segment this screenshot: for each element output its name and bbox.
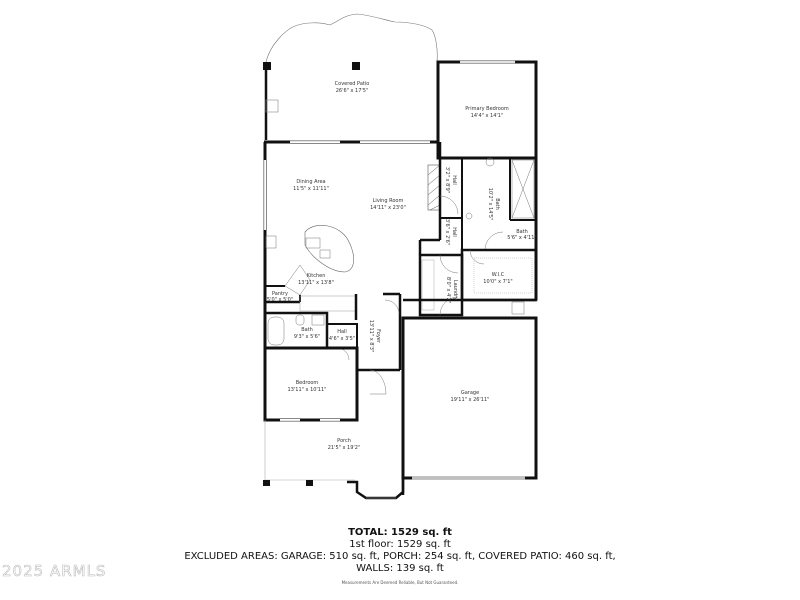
porch-post (263, 480, 270, 486)
svg-text:13'11" x 13'8": 13'11" x 13'8" (298, 280, 334, 286)
room-label-primary-bath: Bath 10'2" x 14'5" (487, 188, 500, 221)
svg-text:Kitchen: Kitchen (307, 273, 326, 279)
room-label-hall-lower: Hall 4'6" x 3'5" (329, 329, 355, 342)
svg-text:Bath: Bath (301, 327, 313, 333)
room-label-wic: W.I.C 10'0" x 7'1" (483, 272, 512, 285)
room-label-primary-bedroom: Primary Bedroom 14'4" x 14'1" (465, 106, 509, 119)
room-label-bedroom: Bedroom 13'11" x 10'11" (288, 380, 327, 393)
laundry-walls (418, 253, 464, 317)
room-label-bath-guest: Bath 9'3" x 5'6" (294, 327, 320, 340)
bedroom-walls (263, 346, 359, 422)
svg-text:19'11" x 26'11": 19'11" x 26'11" (451, 397, 490, 403)
covered-patio-boundary (265, 13, 438, 63)
room-label-hall-upper: Hall 3'2" x 8'9" (444, 167, 457, 193)
svg-text:Porch: Porch (337, 438, 351, 444)
room-label-hall-middle: Hall 3'6" x 2'6" (444, 219, 457, 245)
room-label-living-room: Living Room 14'11" x 23'0" (370, 198, 406, 211)
svg-text:Living Room: Living Room (373, 198, 404, 204)
svg-text:14'4" x 14'1": 14'4" x 14'1" (471, 113, 504, 119)
walls-area: WALLS: 139 sq. ft (356, 563, 444, 574)
svg-text:Bath: Bath (516, 229, 528, 235)
room-label-porch: Porch 21'5" x 19'2" (328, 438, 361, 451)
svg-text:Primary Bedroom: Primary Bedroom (465, 106, 509, 112)
svg-text:Covered Patio: Covered Patio (335, 81, 370, 87)
svg-text:Bath: Bath (494, 198, 500, 210)
svg-text:Laundry: Laundry (452, 280, 458, 300)
svg-text:Hall: Hall (451, 175, 457, 185)
svg-text:Pantry: Pantry (272, 291, 288, 297)
patio-post (263, 62, 271, 70)
disclaimer: Measurements Are Deemed Reliable, But No… (341, 580, 459, 585)
room-label-dining-area: Dining Area 11'5" x 11'11" (293, 179, 329, 192)
svg-text:4'6" x 3'5": 4'6" x 3'5" (329, 336, 355, 342)
svg-text:5'6" x 4'11": 5'6" x 4'11" (507, 235, 536, 241)
svg-text:21'5" x 19'2": 21'5" x 19'2" (328, 445, 361, 451)
room-label-kitchen: Kitchen 13'11" x 13'8" (298, 273, 334, 286)
room-label-covered-patio: Covered Patio 26'6" x 17'5" (335, 81, 370, 94)
svg-text:26'6" x 17'5": 26'6" x 17'5" (336, 88, 369, 94)
excluded-areas: EXCLUDED AREAS: GARAGE: 510 sq. ft, PORC… (184, 551, 616, 562)
svg-text:3'2" x 8'9": 3'2" x 8'9" (444, 167, 450, 193)
kitchen-island (304, 225, 354, 273)
svg-text:Garage: Garage (461, 390, 479, 396)
svg-text:14'11" x 23'0": 14'11" x 23'0" (370, 205, 406, 211)
porch-post (306, 480, 313, 486)
room-label-pantry: Pantry 5'0" x 5'0" (267, 291, 293, 303)
svg-text:13'11" x 8'3": 13'11" x 8'3" (368, 320, 374, 353)
watermark: 2025 ARMLS (2, 562, 107, 581)
svg-text:Hall: Hall (337, 329, 347, 335)
svg-text:Hall: Hall (451, 227, 457, 237)
svg-text:11'5" x 11'11": 11'5" x 11'11" (293, 186, 329, 192)
patio-post (352, 62, 360, 70)
svg-text:9'3" x 5'6": 9'3" x 5'6" (294, 334, 320, 340)
room-label-foyer: Foyer 13'11" x 8'3" (368, 320, 381, 353)
svg-text:10'2" x 14'5": 10'2" x 14'5" (487, 188, 493, 221)
svg-text:8'0" x 4'2": 8'0" x 4'2" (445, 277, 451, 303)
svg-text:Dining Area: Dining Area (296, 179, 325, 185)
svg-text:13'11" x 10'11": 13'11" x 10'11" (288, 387, 327, 393)
svg-text:10'0" x 7'1": 10'0" x 7'1" (483, 279, 512, 285)
room-label-bath-small: Bath 5'6" x 4'11" (507, 229, 536, 241)
first-floor-area: 1st floor: 1529 sq. ft (349, 539, 451, 550)
svg-text:3'6" x 2'6": 3'6" x 2'6" (444, 219, 450, 245)
svg-text:5'0" x 5'0": 5'0" x 5'0" (267, 297, 293, 303)
room-label-garage: Garage 19'11" x 26'11" (451, 390, 490, 403)
total-area: TOTAL: 1529 sq. ft (348, 527, 452, 538)
svg-text:W.I.C: W.I.C (492, 272, 505, 278)
room-label-laundry: Laundry 8'0" x 4'2" (445, 277, 458, 303)
svg-text:Bedroom: Bedroom (296, 380, 319, 386)
svg-text:Foyer: Foyer (375, 329, 381, 344)
